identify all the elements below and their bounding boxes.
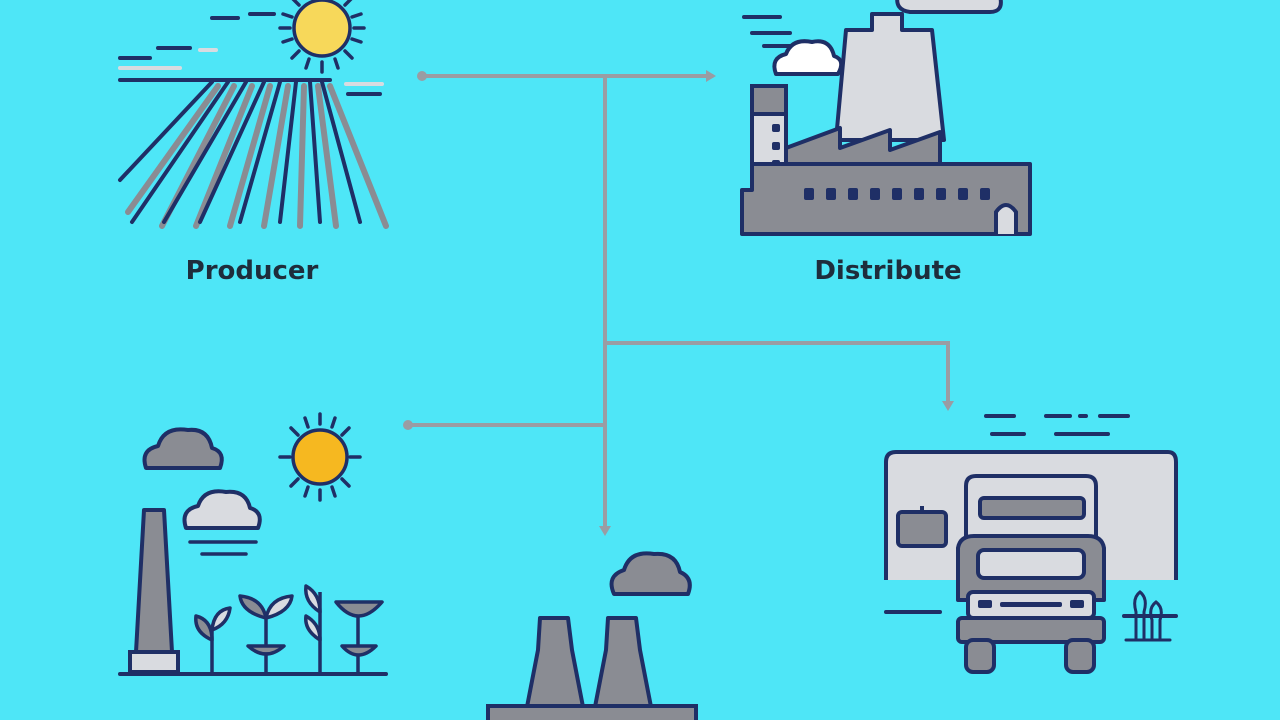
node-label-producer: Producer [185,256,319,286]
sun-icon [278,412,362,502]
node-label-distribute: Distribute [814,256,962,286]
connector-dot-producer [417,71,427,81]
arrowhead-bottom-right [942,401,954,411]
connector-to-bottom-right [603,341,950,407]
factory-door [994,203,1018,234]
delivery-truck-icon [884,414,1178,674]
tree-icon [1124,590,1172,642]
plant-base [486,704,698,720]
connector-arrowheads [403,70,954,536]
factory-icon [740,0,1032,236]
cloud-icon [895,0,1003,14]
cloud-icon [772,39,844,76]
truck-windshield [976,548,1086,580]
smoke-streaks-icon [742,15,792,48]
connector-dot-bottom-left [403,420,413,430]
wind-streaks-icon [118,12,382,96]
factory-tower [834,12,946,142]
plant-icon [334,600,384,672]
smokestack-plants-icon [118,412,388,676]
cloud-icon [609,551,692,596]
solar-farm-icon [118,0,389,229]
speed-streaks-icon [984,414,1146,512]
factory-building [740,162,1032,236]
cargo-crate [896,510,948,548]
arrowhead-bottom-center [599,526,611,536]
cloud-icon [142,427,224,470]
plant-icon [304,584,322,672]
smokestack [134,508,174,654]
connector-lines [406,74,950,530]
cloud-icon [182,489,262,530]
sun-icon [278,0,366,74]
factory-roof [784,126,942,166]
arrowhead-distribute [706,70,716,82]
cooling-tower [592,616,654,714]
truck-wheel [1064,638,1096,674]
plant-icon [194,606,232,672]
cooling-towers-icon [486,551,698,720]
cooling-tower [524,616,586,714]
truck-wheel [964,638,996,674]
plant-icon [238,594,294,672]
